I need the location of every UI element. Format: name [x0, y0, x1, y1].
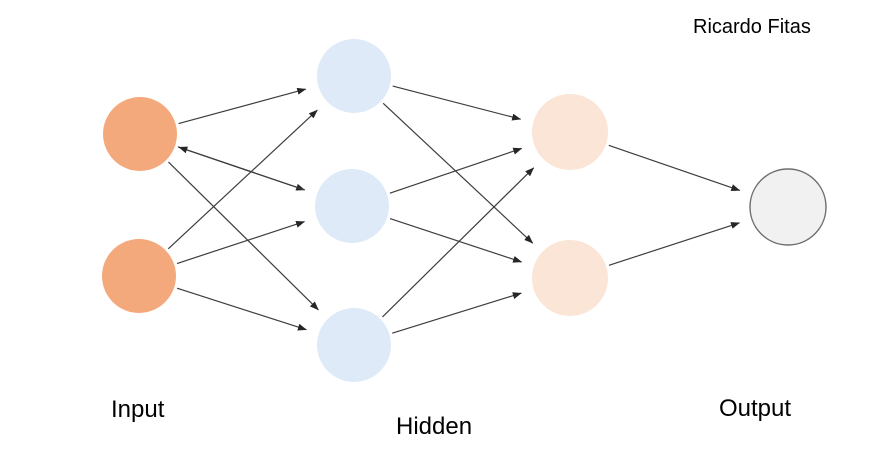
edge-input-2-to-hidden-1	[167, 109, 318, 250]
edge-hidden-2-to-pre-output-1	[389, 147, 523, 194]
edge-input-1-to-hidden-1	[178, 87, 307, 125]
label-input-layer: Input	[111, 396, 165, 423]
edge-input-2-to-hidden-3	[176, 287, 307, 331]
edge-pre-output-1-to-output-1	[608, 144, 741, 191]
edge-hidden-1-to-pre-output-1	[392, 85, 522, 121]
label-hidden-layer: Hidden	[396, 413, 473, 440]
edge-input-1-to-hidden-3	[168, 161, 319, 311]
edge-hidden-2-to-pre-output-2	[389, 217, 523, 263]
label-output-layer: Output	[719, 395, 792, 422]
node-hidden-1	[317, 39, 391, 113]
edge-input-2-to-hidden-2	[176, 220, 305, 265]
author-name: Ricardo Fitas	[693, 16, 811, 38]
node-output-1	[749, 168, 827, 246]
edges-group	[167, 85, 741, 334]
edge-pre-output-2-to-output-1	[608, 222, 740, 266]
node-pre-output-1	[532, 94, 608, 170]
edge-hidden-2-to-input-1-reverse	[178, 146, 305, 191]
node-input-2	[102, 239, 176, 313]
node-pre-output-2	[532, 240, 608, 316]
node-input-1	[103, 97, 177, 171]
edge-hidden-3-to-pre-output-2	[392, 292, 522, 334]
node-hidden-3	[317, 308, 391, 382]
nodes-group	[102, 39, 827, 382]
node-hidden-2	[315, 169, 389, 243]
edge-hidden-3-to-pre-output-1	[382, 167, 535, 318]
edge-hidden-1-to-pre-output-2	[382, 102, 534, 244]
